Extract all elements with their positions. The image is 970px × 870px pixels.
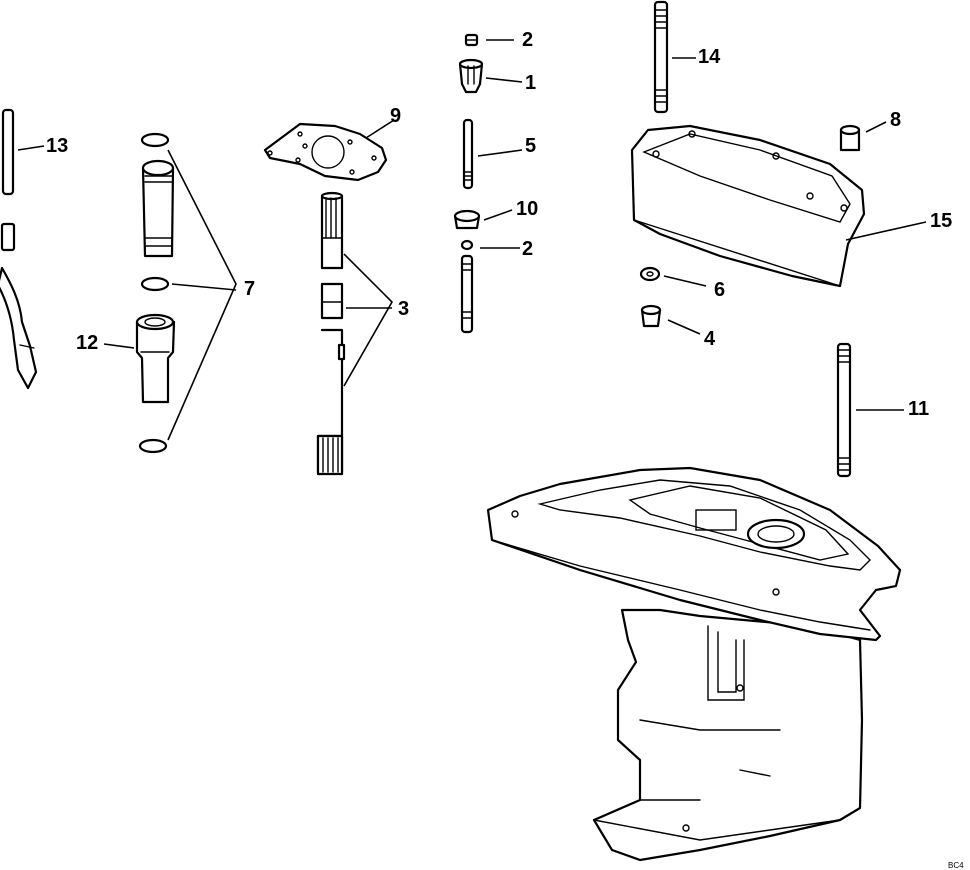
callout-15: 15 — [930, 210, 952, 232]
part-15-exhaust-housing — [630, 124, 866, 288]
callout-5: 5 — [525, 135, 536, 157]
part-13-water-tube — [0, 108, 38, 390]
shift-rod-stud — [460, 254, 474, 334]
part-3-driveshaft — [316, 191, 346, 476]
water-tube-sleeve — [141, 159, 175, 258]
callout-11: 11 — [908, 398, 929, 420]
leader-lines — [17, 39, 927, 441]
callout-12: 12 — [76, 332, 98, 354]
callout-8: 8 — [890, 109, 901, 131]
part-10-nut — [453, 209, 481, 230]
part-2-washer-lower — [460, 239, 474, 251]
part-1-nut — [458, 58, 484, 94]
figure-code: BC4 — [948, 861, 964, 870]
gearcase-housing — [486, 466, 902, 862]
callout-2-lower: 2 — [522, 238, 533, 260]
callout-9: 9 — [390, 105, 401, 127]
callout-10: 10 — [516, 198, 538, 220]
callout-labels: 2 1 5 10 2 14 8 15 6 4 11 13 12 9 7 3 BC… — [46, 29, 964, 870]
part-7-o-rings — [138, 132, 170, 454]
part-4-nut — [640, 304, 662, 328]
callout-1: 1 — [525, 72, 536, 94]
part-2-nut-upper — [464, 33, 479, 47]
callout-3: 3 — [398, 298, 409, 320]
part-6-washer — [639, 266, 661, 282]
callout-14: 14 — [698, 46, 721, 68]
part-5-stud — [462, 118, 474, 190]
part-14-long-stud — [653, 0, 669, 114]
callout-13: 13 — [46, 135, 68, 157]
callout-6: 6 — [714, 279, 725, 301]
callout-7: 7 — [244, 278, 255, 300]
callout-4: 4 — [704, 328, 716, 350]
callout-2-upper: 2 — [522, 29, 533, 51]
part-9-gasket — [263, 122, 388, 182]
part-8-sleeve — [839, 124, 861, 152]
part-12-grommet — [135, 313, 176, 404]
part-11-long-stud — [836, 342, 852, 478]
